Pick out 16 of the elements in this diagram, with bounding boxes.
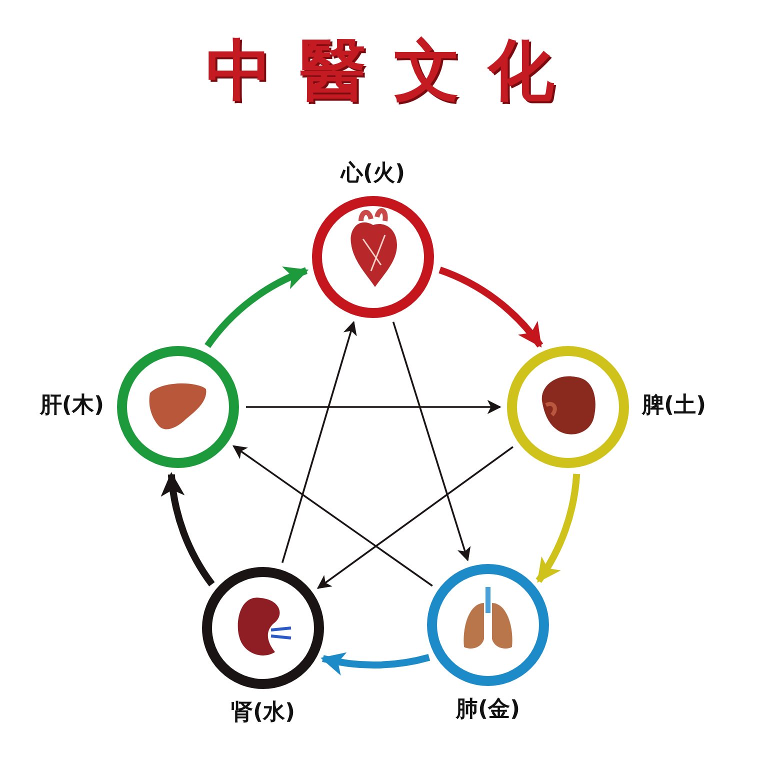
arrow <box>162 472 215 586</box>
organ-label: 脾(土) <box>642 393 706 420</box>
arrow <box>438 266 543 348</box>
organ-label: 心(火) <box>340 160 406 187</box>
arrow <box>536 474 580 583</box>
title: 中醫文化 <box>205 30 583 111</box>
arrow <box>232 445 433 587</box>
arrow <box>316 446 514 589</box>
arrow <box>281 320 357 564</box>
organ-label: 肝(木) <box>40 393 104 420</box>
organ-label: 肺(金) <box>456 697 520 724</box>
arrow <box>204 267 309 348</box>
arrow <box>320 651 430 675</box>
arrow <box>246 400 502 414</box>
arrow <box>392 322 471 562</box>
organ-label: 肾(水) <box>230 700 296 726</box>
